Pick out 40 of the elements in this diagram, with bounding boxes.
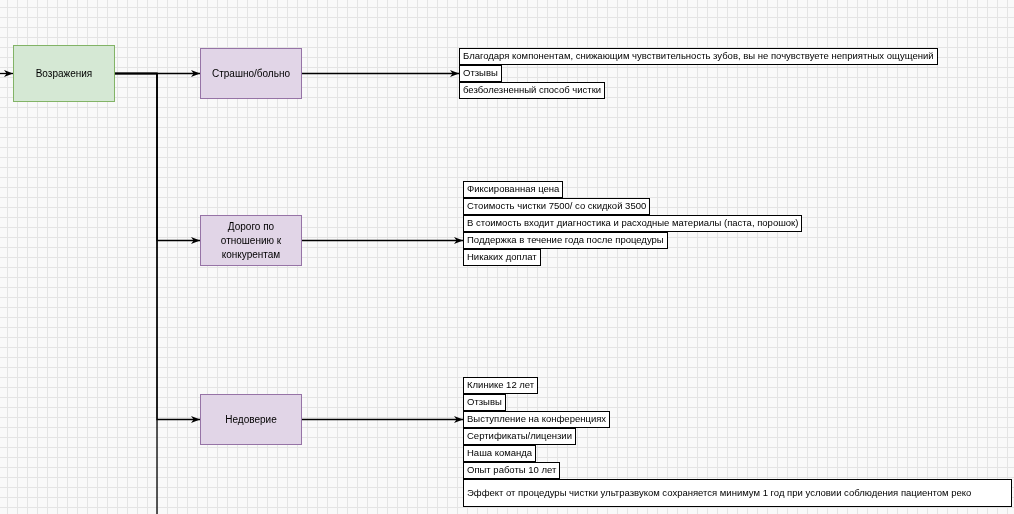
connector-arrow (301, 415, 464, 424)
box-text: Никаких доплат (467, 250, 537, 265)
topic-box (200, 394, 302, 445)
item-box (463, 249, 541, 266)
box-text: безболезненный способ чистки (463, 83, 602, 98)
box-text: Наша команда (467, 446, 533, 461)
connector-arrow (301, 69, 460, 78)
box-text: Недоверие (225, 412, 277, 427)
item-box (463, 411, 611, 428)
box-text: Отзывы (467, 395, 502, 410)
item-box (463, 232, 668, 249)
box-text: Опыт работы 10 лет (467, 463, 557, 478)
item-box (463, 181, 564, 198)
item-box (463, 445, 537, 462)
box-text: Выступление на конференциях (467, 412, 607, 427)
item-box (463, 462, 561, 479)
box-text: Отзывы (463, 66, 498, 81)
box-text: Дорого по отношению к конкурентам (219, 219, 283, 262)
item-box (463, 198, 651, 215)
box-text: Фиксированная цена (467, 182, 560, 197)
item-box (463, 377, 539, 394)
topic-box (200, 48, 302, 99)
box-text: Сертификаты/лицензии (467, 429, 572, 444)
box-text: В стоимость входит диагностика и расходные материалы (паста, порошок) (467, 216, 799, 231)
item-box (463, 394, 506, 411)
item-box (459, 82, 606, 99)
connector-arrow (0, 69, 14, 78)
box-text: Возражения (35, 67, 93, 81)
item-box (463, 428, 576, 445)
box-text: Страшно/больно (212, 66, 290, 81)
box-text: Благодаря компонентам, снижающим чувствительность зубов, вы не почувствуете неприятных ощущений (463, 49, 934, 64)
root-box (13, 45, 115, 102)
item-box (463, 479, 1012, 507)
box-text: Клинике 12 лет (467, 378, 535, 393)
item-box (459, 65, 502, 82)
box-text: Эффект от процедуры чистки ультразвуком сохраняется минимум 1 год при условии соблюдения пациентом реко (467, 485, 972, 500)
box-text: Стоимость чистки 7500/ со скидкой 3500 (467, 199, 647, 214)
box-text: Поддержка в течение года после процедуры (467, 233, 664, 248)
topic-box (200, 215, 302, 266)
connector-arrow (301, 236, 464, 245)
